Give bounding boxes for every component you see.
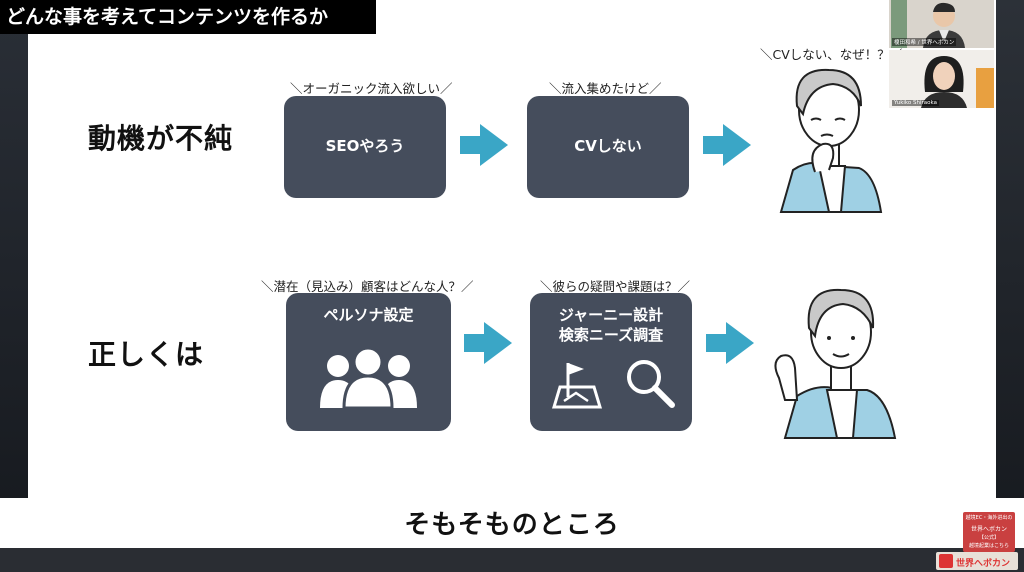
row-label-correct: 正しくは (88, 338, 205, 371)
participant-video-2[interactable]: Yukiko Shiraoka (889, 50, 994, 108)
video-title: どんな事を考えてコンテンツを作るか (0, 0, 376, 34)
box-seo: SEOやろう (284, 96, 446, 198)
plant-background (891, 0, 907, 48)
caption-organic: ＼オーガニック流入欲しい／ (290, 81, 453, 96)
channel-name: 世界へボカン (956, 559, 1011, 569)
video-participant-female-icon (921, 56, 967, 108)
channel-logo[interactable]: 越境EC・海外进出の 世界へボカン 【公式】 越境起業はこちら (963, 512, 1015, 552)
orange-chair (976, 68, 994, 108)
caption-persona-question: ＼潜在（見込み）顧客はどんな人？／ (261, 279, 474, 294)
box-no-cv-label: CVしない (574, 137, 642, 155)
magnifier-icon (627, 360, 675, 408)
background-right (994, 0, 1024, 572)
caption-questions: ＼彼らの疑問や課題は？／ (540, 279, 691, 294)
subtitle-text: そもそものところ (404, 510, 620, 540)
bottom-band (0, 548, 1024, 572)
arrow-right-icon (464, 322, 512, 364)
logo-line4: 越境起業はこちら (968, 543, 1009, 549)
confident-person-icon (774, 288, 897, 439)
box-persona-label: ペルソナ設定 (323, 306, 414, 324)
video-participant-male-icon (923, 2, 965, 48)
row-label-impure-motive: 動機が不純 (88, 122, 234, 155)
caption-collected: ＼流入集めたけど／ (549, 81, 662, 96)
group-people-icon (320, 348, 417, 408)
box-no-cv: CVしない (527, 96, 689, 198)
logo-line2: 世界へボカン (970, 526, 1007, 533)
participant-2-name: Yukiko Shiraoka (892, 100, 939, 106)
arrow-right-icon (703, 124, 751, 166)
participant-video-1[interactable]: 榎田和希 / 世界へボカン (889, 0, 994, 48)
thinking-person-icon (779, 68, 883, 213)
box-persona: ペルソナ設定 (286, 293, 451, 431)
caption-why: ＼CVしない、なぜ！？／ (760, 47, 903, 62)
participant-1-name: 榎田和希 / 世界へボカン (892, 38, 957, 46)
subtitle-background (0, 498, 1024, 548)
logo-line1: 越境EC・海外进出の (965, 515, 1013, 521)
background-left (0, 0, 28, 572)
arrow-right-icon (460, 124, 508, 166)
channel-icon (939, 554, 953, 568)
box-journey-line2: 検索ニーズ調査 (558, 326, 664, 344)
box-journey-line1: ジャーニー設計 (558, 306, 664, 324)
box-seo-label: SEOやろう (325, 137, 405, 155)
box-journey: ジャーニー設計 検索ニーズ調査 (530, 293, 692, 431)
channel-logo-bottom[interactable]: 世界へボカン (936, 552, 1018, 570)
logo-line3: 【公式】 (978, 535, 999, 541)
arrow-right-icon (706, 322, 754, 364)
presentation-slide: 動機が不純 ＼オーガニック流入欲しい／ SEOやろう ＼流入集めたけど／ CVし… (28, 0, 996, 498)
map-flag-icon (551, 363, 603, 409)
